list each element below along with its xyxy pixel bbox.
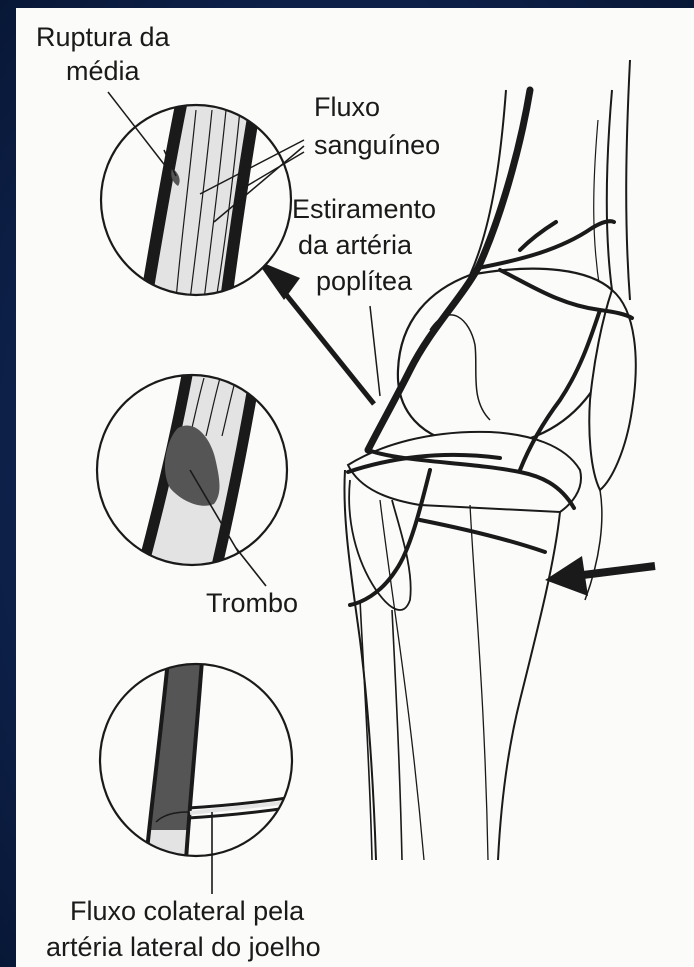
fibula	[360, 600, 402, 860]
label-blood-flow-line2: sanguíneo	[314, 130, 440, 161]
stretch-leader-line	[370, 306, 380, 396]
label-stretch-line2: da artéria	[298, 230, 412, 261]
thrombus-leader-line	[236, 548, 266, 586]
label-blood-flow-line1: Fluxo	[314, 92, 380, 123]
circle-thrombus	[97, 370, 287, 570]
label-stretch-line1: Estiramento	[292, 194, 436, 225]
label-media-rupture-line1: Ruptura da	[36, 22, 170, 53]
label-media-rupture-line2: média	[66, 56, 140, 87]
patellar-tendon	[585, 490, 602, 600]
illustration-panel: Ruptura da média Fluxo sanguíneo Estiram…	[16, 8, 694, 967]
label-collateral-line1: Fluxo colateral pela	[70, 896, 304, 927]
arrow-knee-side	[545, 556, 655, 596]
circle-collateral-flow	[100, 660, 300, 860]
label-thrombus: Trombo	[206, 588, 298, 619]
label-stretch-line3: poplítea	[316, 266, 412, 297]
circle-intimal-rupture	[101, 100, 291, 300]
label-collateral-line2: artéria lateral do joelho	[46, 932, 321, 963]
tibial-plateau	[348, 432, 581, 512]
